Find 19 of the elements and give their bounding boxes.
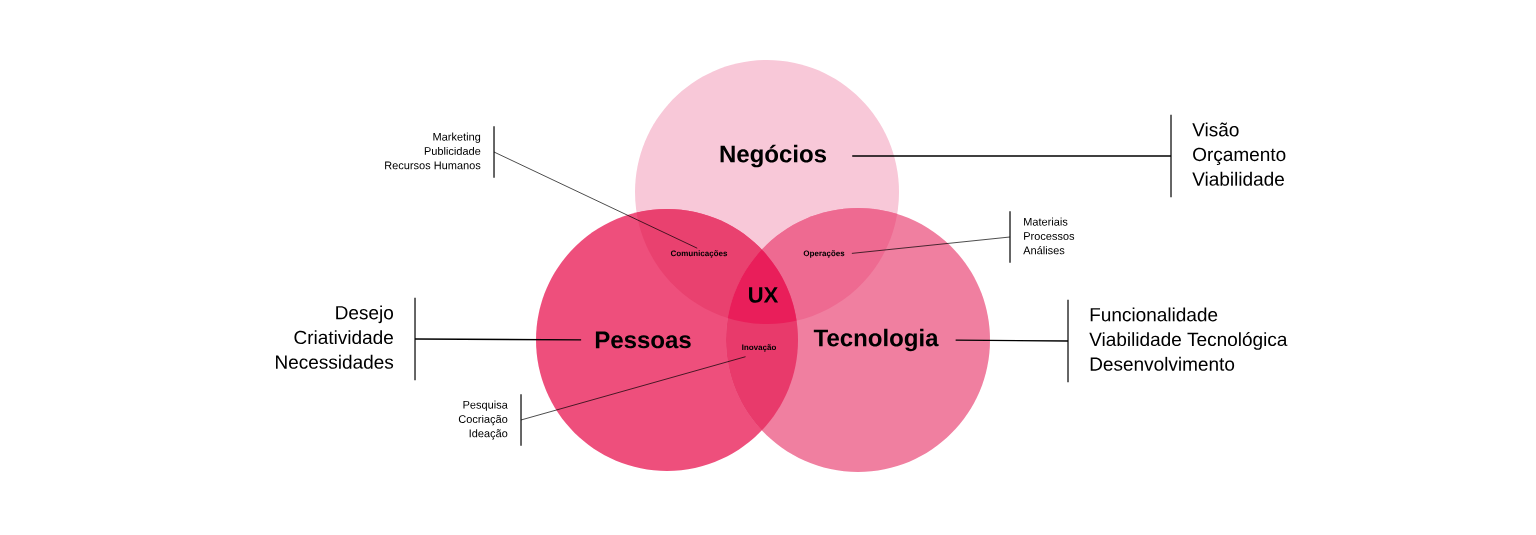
leader-line: [493, 151, 698, 249]
text-list: Pesquisa Cocriação Ideação: [458, 400, 508, 440]
connector-line: [851, 155, 1172, 157]
leader-line: [851, 236, 1011, 254]
circle-label: Inovação: [742, 344, 777, 352]
circle-label: Comunicações: [670, 250, 728, 258]
circle-label: UX: [749, 287, 779, 303]
text-list: Visão Orçamento Viabilidade: [1192, 122, 1286, 186]
text-list: Marketing Publicidade Recursos Humanos: [385, 132, 481, 170]
text-list: Materiais Processos Análises: [1023, 217, 1075, 255]
circle-label: Operações: [803, 250, 845, 258]
circle-label: Tecnologia: [813, 328, 939, 352]
leader-line: [520, 356, 746, 421]
connector-line: [414, 338, 582, 341]
circle-label: Pessoas: [595, 331, 691, 349]
connector-line: [954, 339, 1069, 342]
text-list: Funcionalidade Viabilidade Tecnológica Desenvolvimento: [1089, 307, 1288, 371]
circle-label: Negócios: [720, 144, 827, 168]
text-list: Desejo Criatividade Necessidades: [276, 305, 394, 369]
